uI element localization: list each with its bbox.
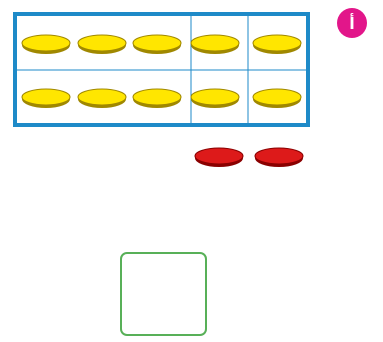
yellow-counter bbox=[253, 89, 301, 108]
yellow-counter bbox=[133, 89, 181, 108]
yellow-counter-face bbox=[133, 89, 181, 105]
ten-frame bbox=[15, 14, 308, 125]
yellow-counter bbox=[191, 35, 239, 54]
yellow-counter-face bbox=[133, 35, 181, 51]
yellow-counter bbox=[22, 35, 70, 54]
yellow-counter-face bbox=[22, 89, 70, 105]
red-counter-face bbox=[195, 148, 243, 164]
red-counter bbox=[255, 148, 303, 167]
yellow-counter-face bbox=[253, 35, 301, 51]
yellow-counter-face bbox=[78, 89, 126, 105]
yellow-counter-face bbox=[191, 89, 239, 105]
yellow-counter bbox=[22, 89, 70, 108]
yellow-counter-face bbox=[253, 89, 301, 105]
red-counter-face bbox=[255, 148, 303, 164]
red-counters bbox=[195, 148, 303, 167]
page-badge-label: أ bbox=[349, 13, 354, 33]
yellow-counter bbox=[191, 89, 239, 108]
page-badge: أ bbox=[337, 8, 367, 38]
answer-box-frame[interactable] bbox=[121, 253, 206, 335]
yellow-counter-face bbox=[22, 35, 70, 51]
yellow-counter bbox=[253, 35, 301, 54]
red-counter bbox=[195, 148, 243, 167]
yellow-counter bbox=[78, 35, 126, 54]
answer-box[interactable] bbox=[121, 253, 206, 335]
yellow-counter bbox=[78, 89, 126, 108]
yellow-counter-face bbox=[191, 35, 239, 51]
yellow-counter-face bbox=[78, 35, 126, 51]
yellow-counter bbox=[133, 35, 181, 54]
